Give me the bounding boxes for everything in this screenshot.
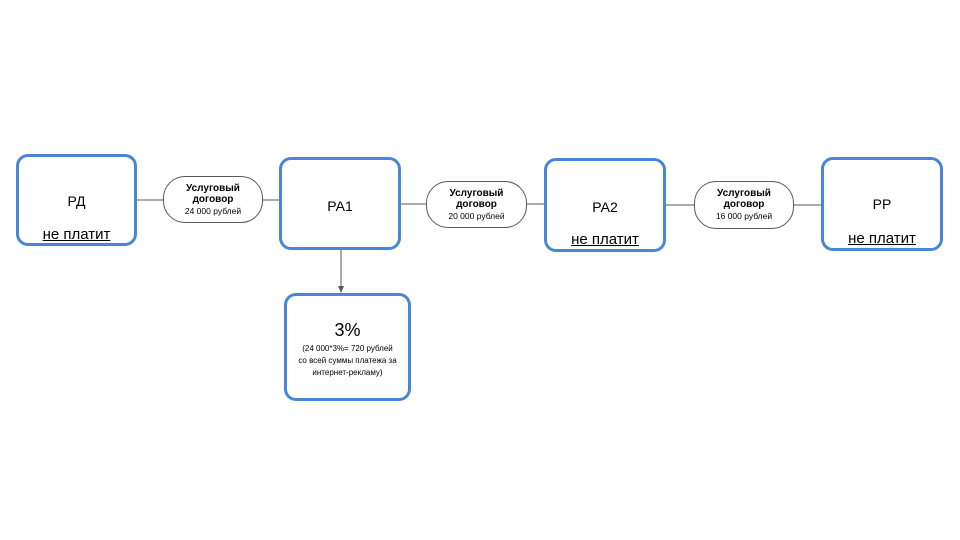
node-ra2-title: РА2 [592, 199, 618, 215]
commission-detail-line-1: (24 000*3%= 720 рублей [302, 344, 393, 353]
commission-detail-line-3: интернет-рекламу) [312, 368, 383, 377]
contract-rd-ra1: Услуговый договор 24 000 рублей [163, 176, 263, 223]
commission-detail: (24 000*3%= 720 рублей со всей суммы пла… [295, 343, 400, 379]
contract-1-title: Услуговый договор [186, 182, 240, 205]
commission-detail-line-2: со всей суммы платежа за [298, 356, 397, 365]
node-rd-note: не платит [42, 226, 111, 243]
contract-ra1-ra2: Услуговый договор 20 000 рублей [426, 181, 527, 228]
contract-2-title: Услуговый договор [449, 187, 504, 210]
node-rd: РД не платит [16, 154, 137, 246]
contract-ra2-rr: Услуговый договор 16 000 рублей [694, 181, 794, 229]
node-ra1-title: РА1 [327, 198, 353, 214]
node-ra2-note: не платит [571, 231, 639, 248]
contract-2-amount: 20 000 рублей [448, 210, 505, 221]
contract-1-amount: 24 000 рублей [184, 205, 242, 216]
commission-value: 3% [334, 320, 361, 340]
node-rd-title: РД [67, 193, 86, 209]
contract-3-title: Услуговый договор [717, 188, 771, 210]
node-rr-note: не платит [848, 230, 916, 247]
commission-box: 3% (24 000*3%= 720 рублей со всей суммы … [284, 293, 411, 401]
node-rr-title: РР [872, 196, 892, 212]
node-ra1: РА1 [279, 157, 401, 250]
node-rr: РР не платит [821, 157, 943, 251]
contract-3-amount: 16 000 рублей [715, 211, 773, 221]
node-ra2: РА2 не платит [544, 158, 666, 252]
